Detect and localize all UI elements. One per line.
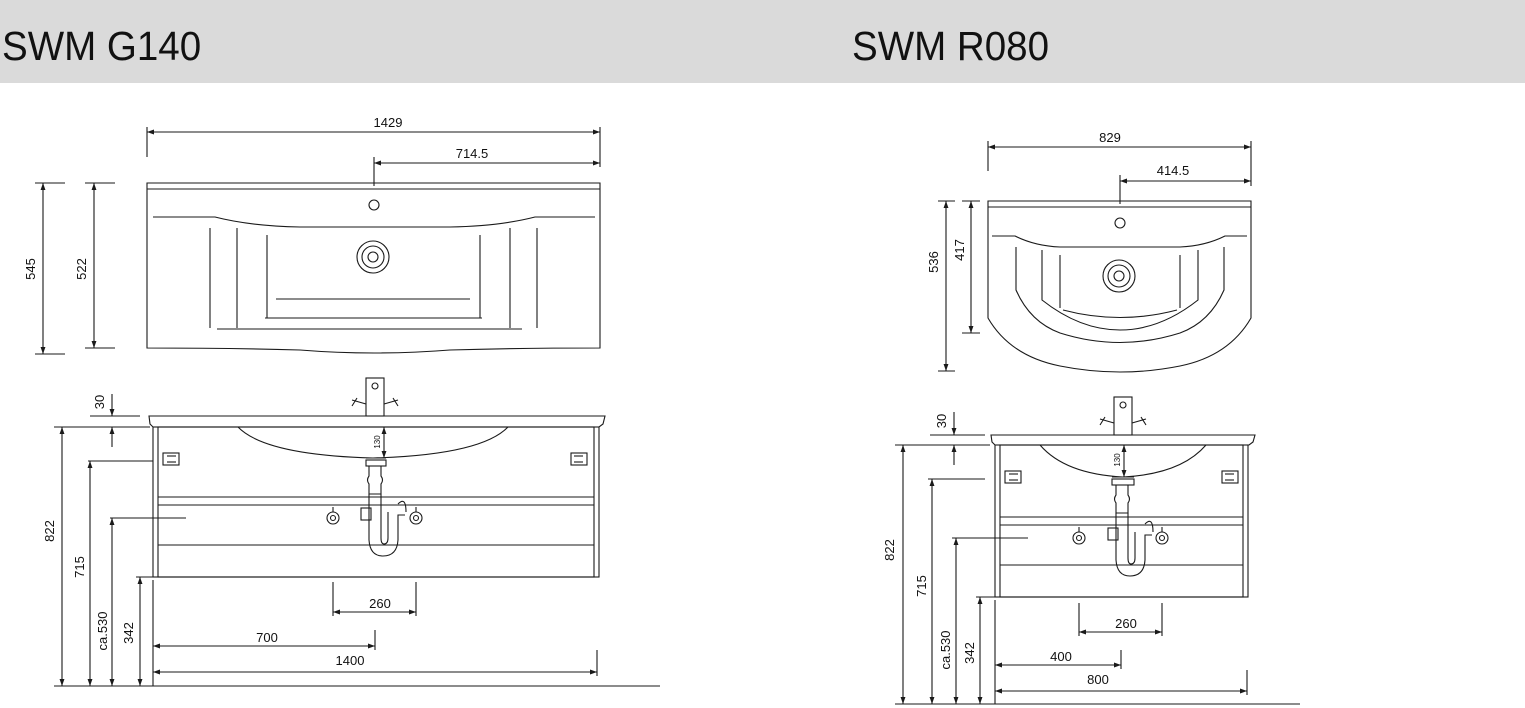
left-label-overall-width: 1429 [374,115,403,130]
left-dim-labels: 1429 714.5 545 522 30 130 822 715 ca.530… [23,115,488,668]
right-faucet-icon [1113,396,1133,436]
left-countertop [148,415,606,428]
right-label-cabinet-width: 800 [1087,672,1109,687]
left-valve-icon [409,511,423,525]
left-top-dims [35,127,601,355]
right-label-plinth-height: 342 [962,642,977,664]
left-label-bowl-depth: 522 [74,258,89,280]
right-front-dims [895,412,1300,705]
left-label-tap-offset: 714.5 [456,146,489,161]
left-drain-icon [356,240,390,274]
right-label-siphon-width: 260 [1115,616,1137,631]
right-top-dims [938,141,1252,372]
right-top-view [987,200,1252,373]
right-dim-labels: 829 414.5 536 417 30 130 822 715 ca.530 … [882,130,1189,687]
right-basin-outline [987,200,1252,373]
left-label-siphon-height: ca.530 [95,611,110,650]
left-faucet-icon [365,377,385,417]
right-label-center-offset: 400 [1050,649,1072,664]
left-drawing [35,127,660,687]
left-valve-icon [326,511,340,525]
right-valve-icon [1155,531,1169,545]
right-valve-icon [1072,531,1086,545]
left-tap-hole-icon [368,199,380,211]
left-top-view [146,182,601,354]
right-label-bowl-depth: 417 [952,239,967,261]
right-label-top-thickness: 30 [934,414,949,428]
right-countertop [990,434,1256,446]
model-title-right: SWM R080 [852,23,1050,69]
left-label-drain-depth: 130 [373,435,382,449]
right-label-overall-height: 822 [882,539,897,561]
right-label-cabinet-height: 715 [914,575,929,597]
right-cabinet [994,444,1249,598]
right-siphon-icon [1115,513,1152,577]
left-front-dims [54,394,660,687]
left-label-cabinet-width: 1400 [336,653,365,668]
left-label-center-offset: 700 [256,630,278,645]
left-label-top-thickness: 30 [92,395,107,409]
right-label-basin-depth: 536 [926,251,941,273]
right-drawing [895,141,1300,705]
right-tap-hole-icon [1114,217,1126,229]
left-front-view [148,377,606,578]
right-drain-icon [1102,259,1136,293]
right-front-view [990,396,1256,598]
header-band [0,0,1525,83]
right-label-siphon-height: ca.530 [938,630,953,669]
right-label-drain-depth: 130 [1113,453,1122,467]
left-label-siphon-width: 260 [369,596,391,611]
right-label-tap-offset: 414.5 [1157,163,1190,178]
left-label-basin-depth: 545 [23,258,38,280]
left-basin-outline [146,182,601,354]
left-label-overall-height: 822 [42,520,57,542]
left-label-plinth-height: 342 [121,622,136,644]
model-title-left: SWM G140 [2,23,202,69]
left-label-cabinet-height: 715 [72,556,87,578]
right-label-overall-width: 829 [1099,130,1121,145]
left-siphon-icon [368,494,405,557]
